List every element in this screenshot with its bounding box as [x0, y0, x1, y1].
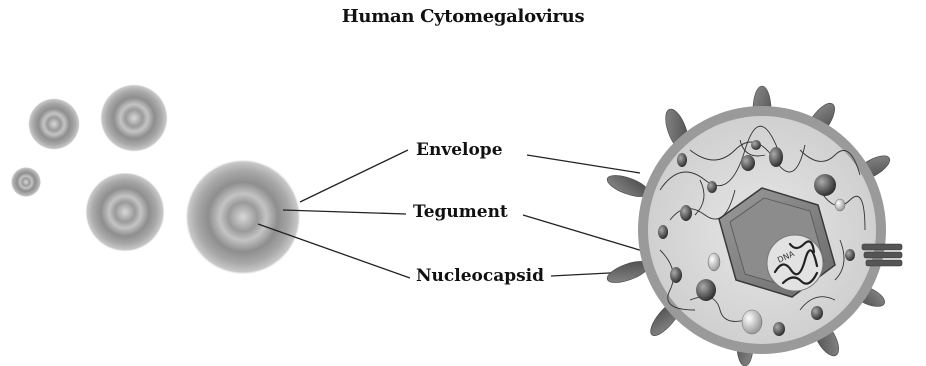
tegument-body — [769, 147, 783, 167]
tegument-body — [741, 155, 755, 171]
light-vesicle — [742, 310, 762, 334]
nucleocapsid-label: Nucleocapsid — [416, 266, 544, 286]
tegument-body — [814, 174, 836, 196]
envelope-pointer-left — [300, 150, 408, 202]
tegument-body — [677, 153, 687, 167]
stack-plate — [862, 244, 902, 250]
virion-particle — [100, 84, 168, 152]
tegument-body — [751, 140, 761, 150]
tegument-body — [811, 306, 823, 320]
tegument-body — [696, 279, 716, 301]
micrograph-particles — [11, 84, 301, 275]
tegument-label: Tegument — [413, 202, 508, 222]
light-vesicle — [835, 199, 845, 211]
tegument-body — [773, 322, 785, 336]
tegument-body — [670, 267, 682, 283]
light-vesicle — [708, 253, 720, 271]
virion-schematic: DNA — [605, 86, 902, 366]
tegument-body — [680, 205, 692, 221]
tegument-body — [707, 181, 717, 193]
virion-particle — [85, 172, 165, 252]
tegument-pointer-left — [283, 210, 406, 214]
envelope-label: Envelope — [416, 140, 503, 160]
stack-plate — [866, 260, 902, 266]
tegument-body — [658, 225, 668, 239]
tegument-body — [845, 249, 855, 261]
virion-particle — [28, 98, 80, 150]
stack-plate — [864, 252, 902, 258]
envelope-pointer-right — [527, 155, 640, 173]
dna-core — [767, 235, 823, 291]
virion-particle — [11, 167, 41, 197]
spike-stack — [862, 244, 902, 266]
virion-particle — [185, 159, 301, 275]
